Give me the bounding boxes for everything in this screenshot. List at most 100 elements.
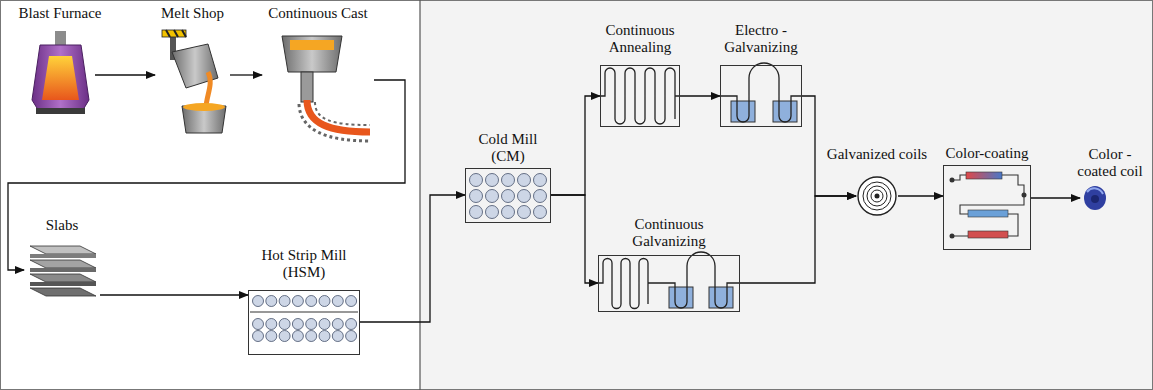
process-box: Hot Strip Mill (HSM) — [248, 290, 360, 355]
flow-arrow — [8, 80, 405, 270]
coil-icon — [858, 177, 896, 215]
process-icon: Color - coated coil — [1080, 184, 1140, 214]
roller — [306, 331, 317, 342]
process-icon: Blast Furnace — [25, 30, 95, 115]
blast-furnace-icon-part — [32, 45, 89, 113]
roller — [346, 331, 357, 342]
melt-shop-icon-part — [206, 72, 210, 108]
blast-furnace-icon-part — [42, 56, 79, 100]
roller — [253, 296, 264, 307]
process-label: Hot Strip Mill (HSM) — [252, 247, 357, 282]
color-coating-line-icon-part — [950, 178, 955, 183]
continuous-cast-icon — [282, 36, 370, 141]
flow-arrow — [95, 74, 155, 75]
flow-arrow — [898, 195, 943, 196]
process-icon: Melt Shop — [155, 28, 230, 134]
continuous-galvanizing-tanks-part — [669, 287, 693, 308]
process-box: Electro - Galvanizing — [720, 65, 802, 127]
slabs-icon-part — [30, 246, 96, 254]
roller — [306, 296, 317, 307]
blast-furnace-icon-part — [55, 31, 66, 45]
coil-icon-part — [871, 190, 883, 202]
strip-loop — [598, 259, 660, 309]
roller — [319, 331, 330, 342]
roller — [502, 206, 515, 219]
roller — [319, 296, 330, 307]
roller — [470, 190, 483, 203]
slabs-icon — [30, 246, 96, 296]
roller — [534, 206, 547, 219]
roller — [518, 190, 531, 203]
coated-coil-icon — [1084, 186, 1106, 210]
coil-icon-part — [858, 177, 896, 215]
coil-icon-part — [867, 186, 887, 206]
melt-shop-icon — [162, 30, 226, 133]
color-coating-line-icon-part — [950, 175, 1024, 236]
slabs-icon-part — [30, 268, 96, 272]
color-coating-line-icon-part — [968, 210, 1008, 217]
roller — [253, 331, 264, 342]
electro-galvanizing-tanks-part — [731, 101, 755, 122]
roller — [279, 319, 290, 330]
electro-galvanizing-tanks-part — [773, 101, 797, 122]
flow-arrow — [551, 195, 598, 283]
electro-galvanizing-tanks-part — [720, 63, 802, 122]
melt-shop-icon-part — [182, 30, 186, 37]
flow-arrow — [680, 95, 720, 96]
right-panel — [420, 0, 1153, 390]
roller — [346, 296, 357, 307]
strip-paths — [598, 68, 680, 309]
process-label: Cold Mill (CM) — [473, 131, 543, 166]
slabs-icon-part — [30, 254, 96, 258]
process-label: Continuous Galvanizing — [619, 216, 719, 251]
roller — [319, 319, 330, 330]
roller — [266, 331, 277, 342]
color-coating-line-icon-part — [1022, 193, 1027, 198]
roller — [534, 190, 547, 203]
continuous-galvanizing-tanks-part — [660, 252, 740, 308]
flow-arrow — [1031, 197, 1080, 198]
coated-coil-icon-part — [1091, 195, 1099, 203]
roller — [346, 319, 357, 330]
process-box: Continuous Galvanizing — [598, 255, 740, 312]
continuous-cast-icon-part — [290, 40, 334, 50]
continuous-cast-icon-part — [282, 36, 342, 72]
roller — [502, 174, 515, 187]
melt-shop-icon-part — [174, 30, 178, 37]
process-icon: Galvanized coils — [856, 175, 898, 217]
process-box: Continuous Annealing — [600, 65, 680, 127]
coated-coil-icon-part — [1087, 188, 1103, 194]
slabs-icon-part — [30, 282, 96, 286]
process-label: Galvanized coils — [817, 146, 937, 163]
process-label: Electro - Galvanizing — [721, 22, 801, 57]
flow-arrow — [360, 195, 465, 322]
process-box: Cold Mill (CM) — [465, 168, 551, 223]
roller — [470, 174, 483, 187]
roller — [332, 331, 343, 342]
roller — [306, 319, 317, 330]
continuous-cast-icon-part — [307, 100, 370, 132]
process-label: Melt Shop — [148, 5, 238, 22]
melt-shop-icon-part — [183, 103, 225, 111]
process-label: Continuous Annealing — [598, 22, 683, 57]
process-box: Color-coating — [943, 165, 1031, 250]
roller — [534, 174, 547, 187]
color-coating-line-icon-part — [966, 172, 1002, 179]
continuous-cast-icon-part — [301, 72, 313, 102]
continuous-galvanizing-tanks-part — [709, 287, 733, 308]
process-icon: Slabs — [24, 240, 100, 300]
electro-galvanizing-tanks — [720, 63, 802, 122]
color-coating-line-icon — [950, 172, 1027, 239]
process-label: Continuous Cast — [253, 5, 383, 22]
roller — [486, 206, 499, 219]
roller — [518, 174, 531, 187]
slabs-icon-part — [30, 274, 96, 282]
slabs-icon-part — [30, 260, 96, 268]
process-icon: Continuous Cast — [262, 28, 374, 140]
melt-shop-icon-part — [166, 30, 170, 37]
flow-arrow — [100, 294, 248, 295]
roller — [279, 331, 290, 342]
